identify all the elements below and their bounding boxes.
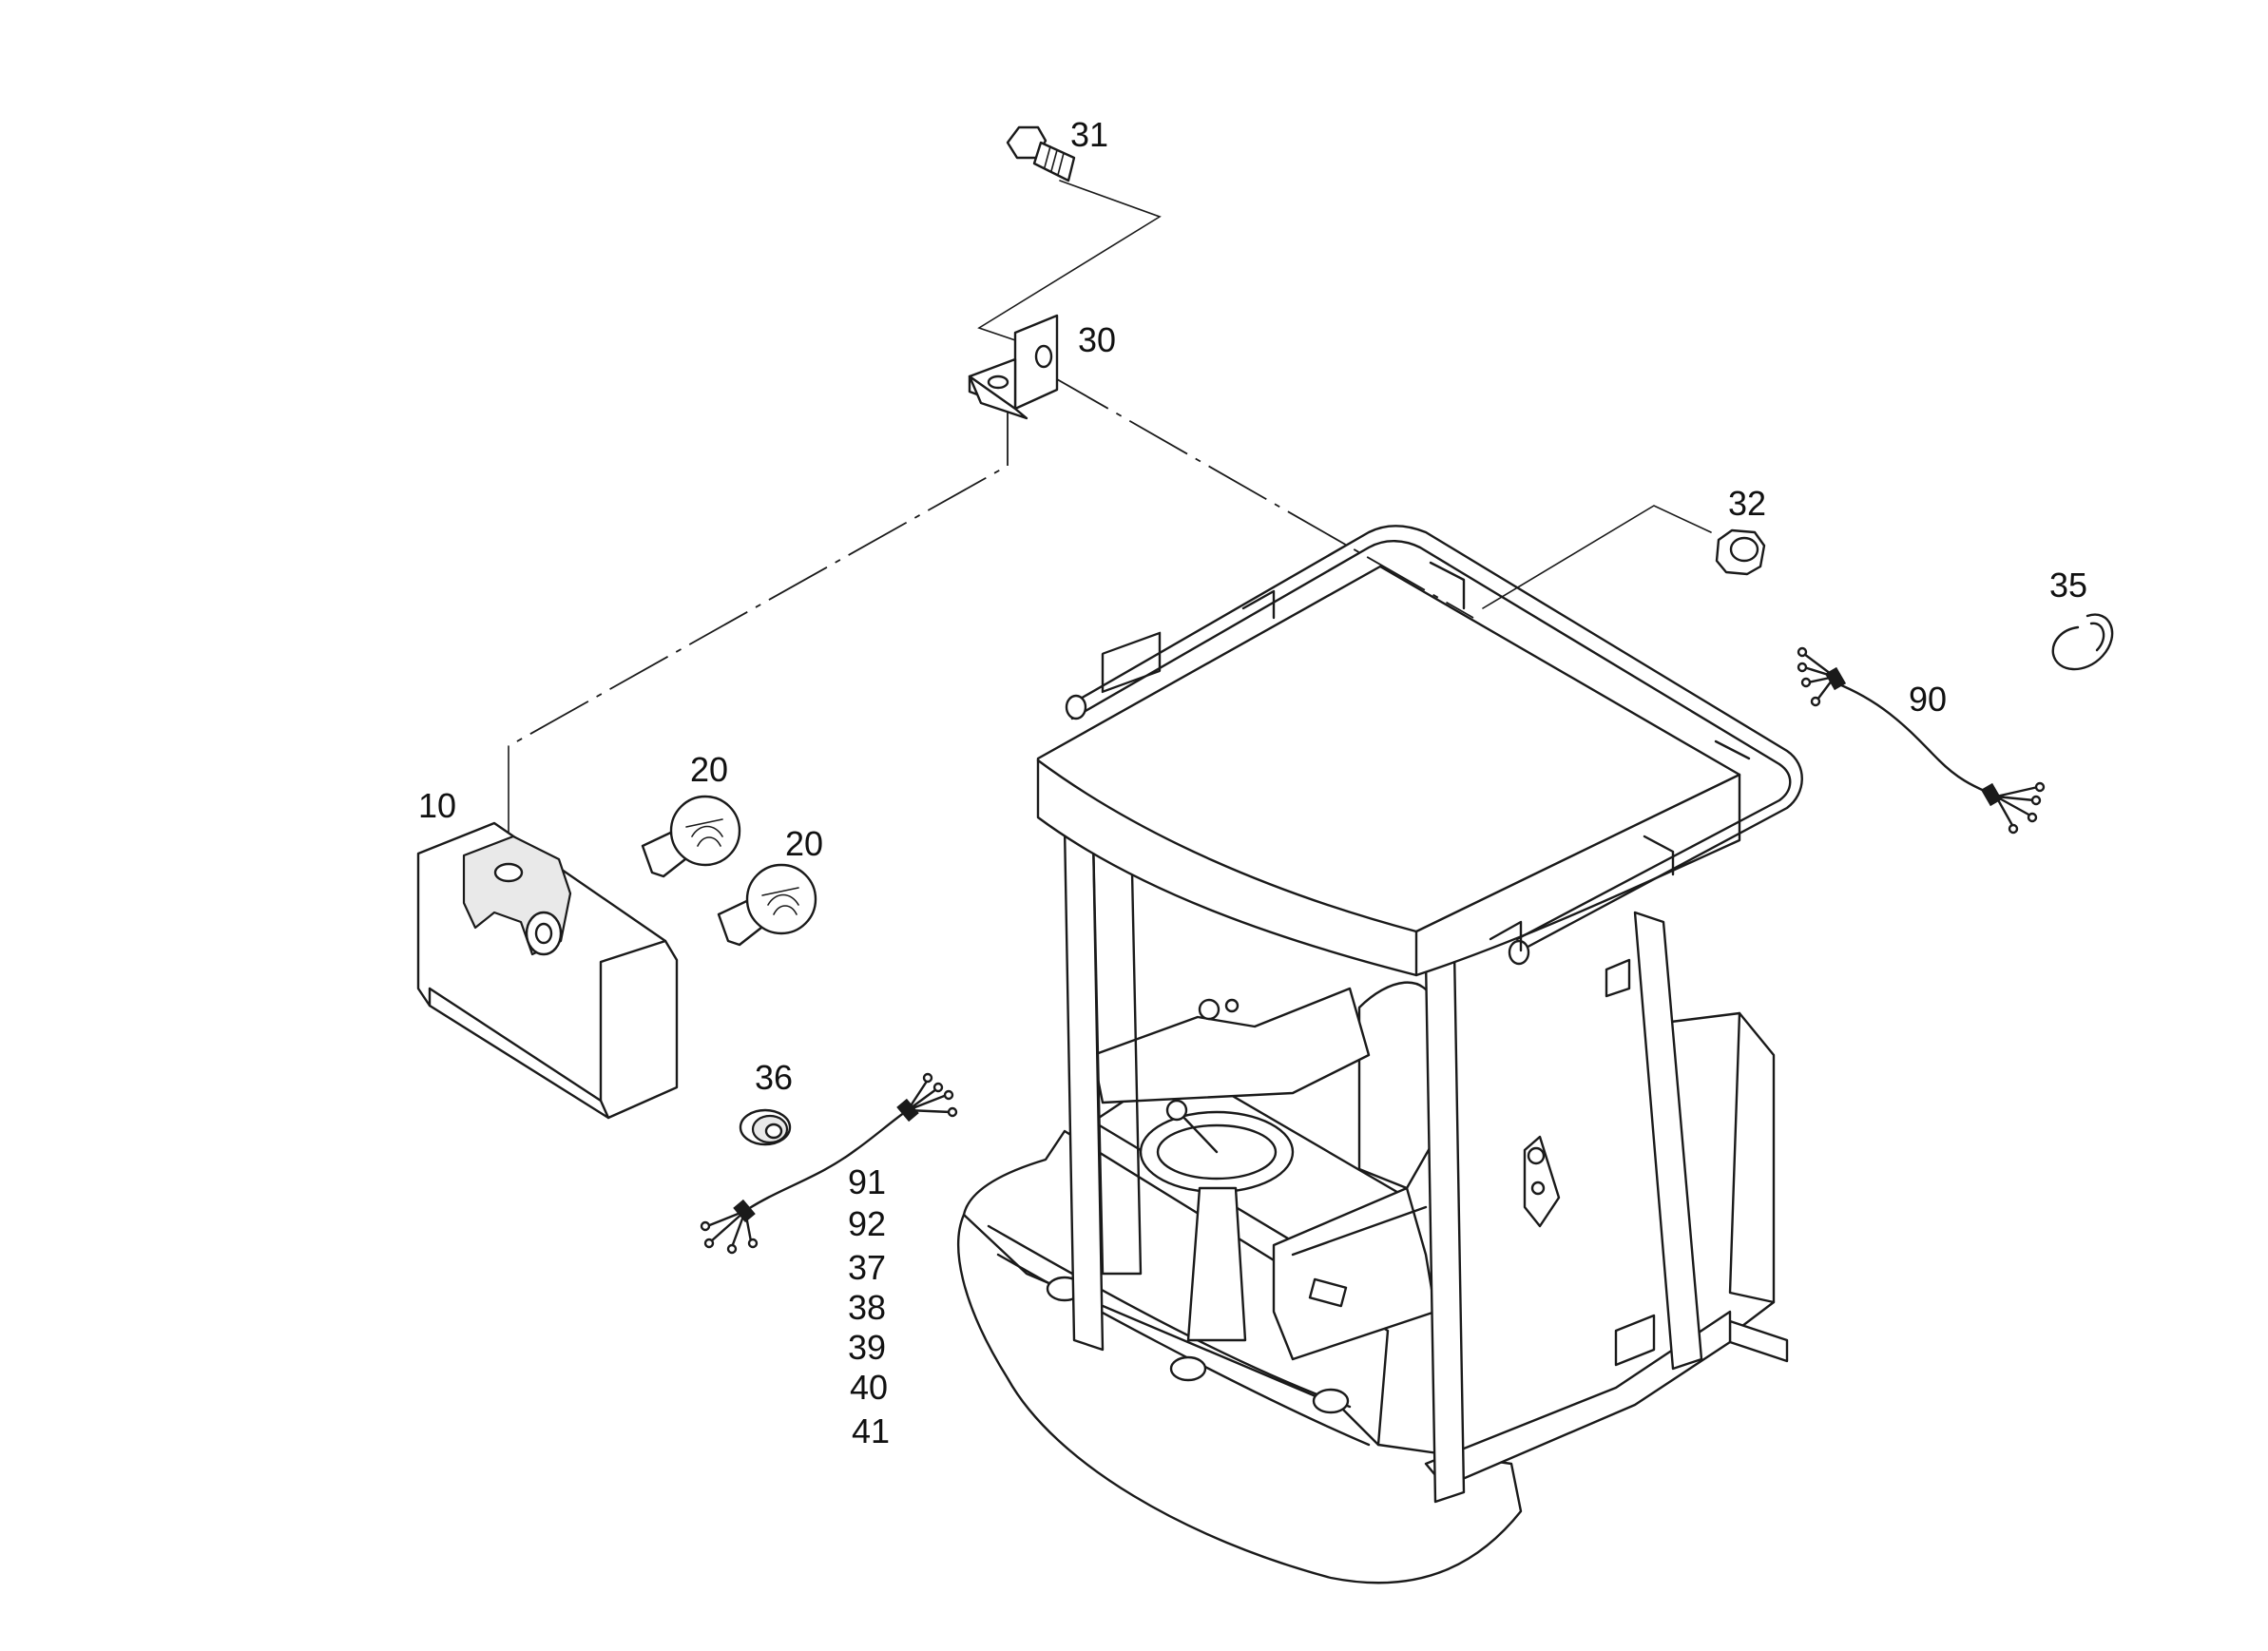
callout-90: 90 xyxy=(1909,680,1947,719)
callout-36: 36 xyxy=(755,1058,793,1097)
callout-10: 10 xyxy=(418,786,456,825)
cab-icon xyxy=(957,525,1803,1584)
callout-20-upper: 20 xyxy=(690,750,728,789)
leader-lines xyxy=(508,180,1712,861)
wire-label: 41 xyxy=(852,1411,890,1450)
wire-label: 37 xyxy=(848,1248,886,1287)
bolt-icon xyxy=(1006,125,1076,182)
wire-label: 91 xyxy=(848,1162,886,1201)
callout-32: 32 xyxy=(1728,484,1766,523)
work-lamp-icon xyxy=(416,821,679,1120)
nut-icon xyxy=(1715,528,1766,576)
callout-35: 35 xyxy=(2049,566,2087,605)
grommet-icon xyxy=(739,1108,792,1146)
callout-30: 30 xyxy=(1078,320,1116,359)
wire-label: 38 xyxy=(848,1288,886,1327)
wire-label: 40 xyxy=(850,1368,888,1407)
callout-31: 31 xyxy=(1070,115,1108,154)
wire-group-labels: 91 92 37 38 39 40 41 xyxy=(848,1162,890,1450)
wire-label: 39 xyxy=(848,1328,886,1367)
wire-label: 92 xyxy=(848,1204,886,1243)
bracket-icon xyxy=(968,314,1059,420)
wire-harness-icon xyxy=(1797,646,2046,835)
callout-20-lower: 20 xyxy=(785,824,823,863)
clip-icon xyxy=(2051,613,2114,671)
bulb-icon xyxy=(717,863,817,947)
wire-harness-icon xyxy=(700,1072,958,1255)
bulb-icon xyxy=(641,795,741,878)
callout-labels: 31 30 32 35 90 10 20 20 36 xyxy=(418,115,2087,1097)
